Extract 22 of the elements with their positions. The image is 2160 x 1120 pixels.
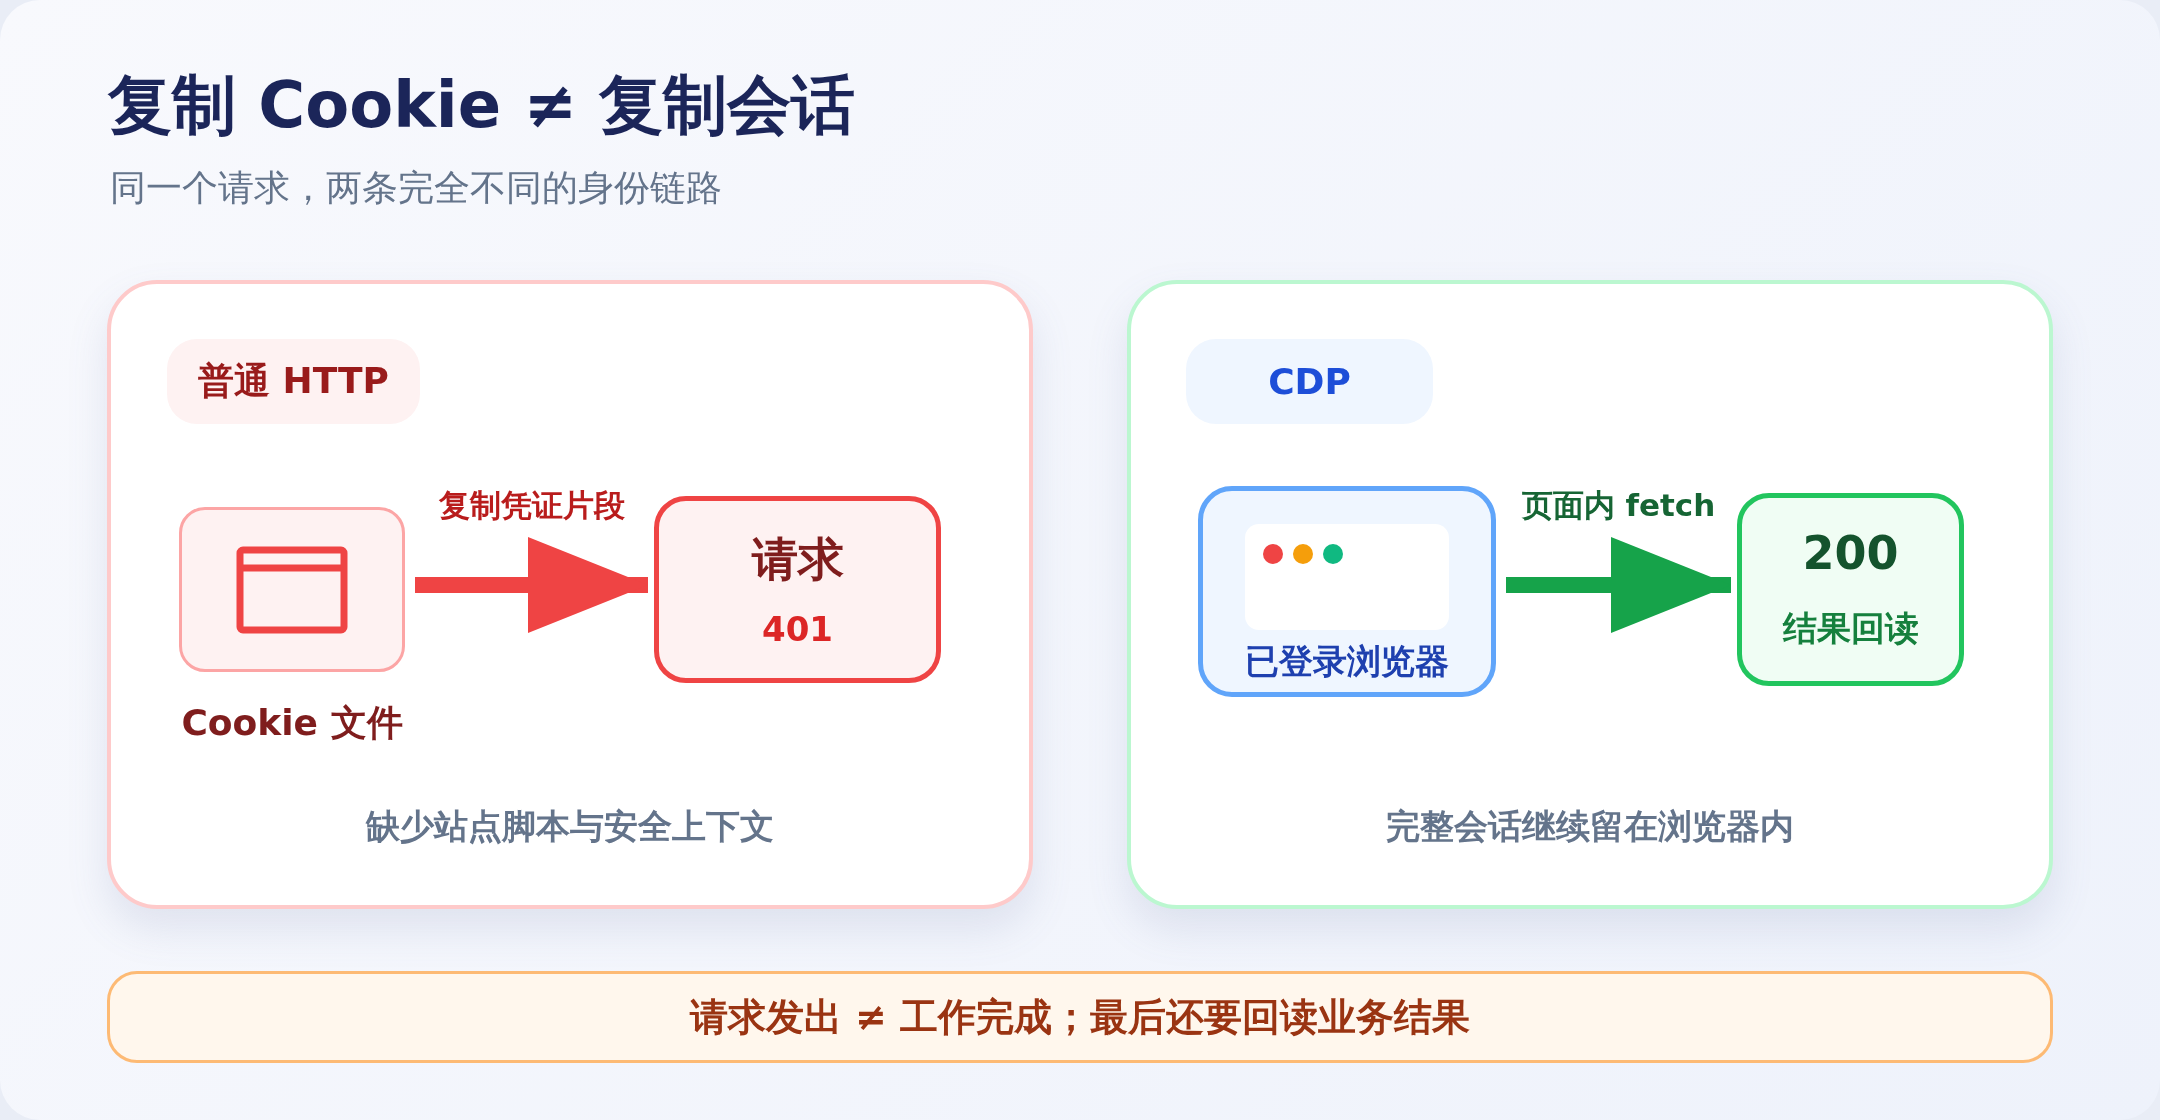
box-subtitle: 401 [761, 609, 834, 649]
arrow [415, 537, 648, 633]
note-text: 完整会话继续留在浏览器内 [1385, 805, 1795, 848]
panel-card [1127, 280, 2053, 909]
badge: CDP [1186, 339, 1433, 424]
note-text: 缺少站点脚本与安全上下文 [364, 805, 775, 848]
box-label: 已登录浏览器 [1244, 640, 1450, 683]
box-subtitle: 结果回读 [1781, 607, 1920, 650]
box-title: 请求 [750, 531, 845, 588]
edge-label: 复制凭证片段 [437, 486, 626, 525]
subtitle: 同一个请求，两条完全不同的身份链路 [110, 166, 722, 210]
file-label: Cookie 文件 [180, 701, 404, 745]
banner: 请求发出 ≠ 工作完成；最后还要回读业务结果 [107, 971, 2053, 1063]
edge-label: 页面内 fetch [1520, 486, 1717, 525]
arrow [1506, 537, 1731, 633]
result-box [1737, 493, 1964, 686]
request-box [654, 496, 941, 683]
panel-card [107, 280, 1033, 909]
title: 复制 Cookie ≠ 复制会话 [108, 67, 856, 144]
browser-box [1198, 486, 1496, 697]
box-title: 200 [1801, 526, 1900, 580]
badge: 普通 HTTP [167, 339, 420, 424]
